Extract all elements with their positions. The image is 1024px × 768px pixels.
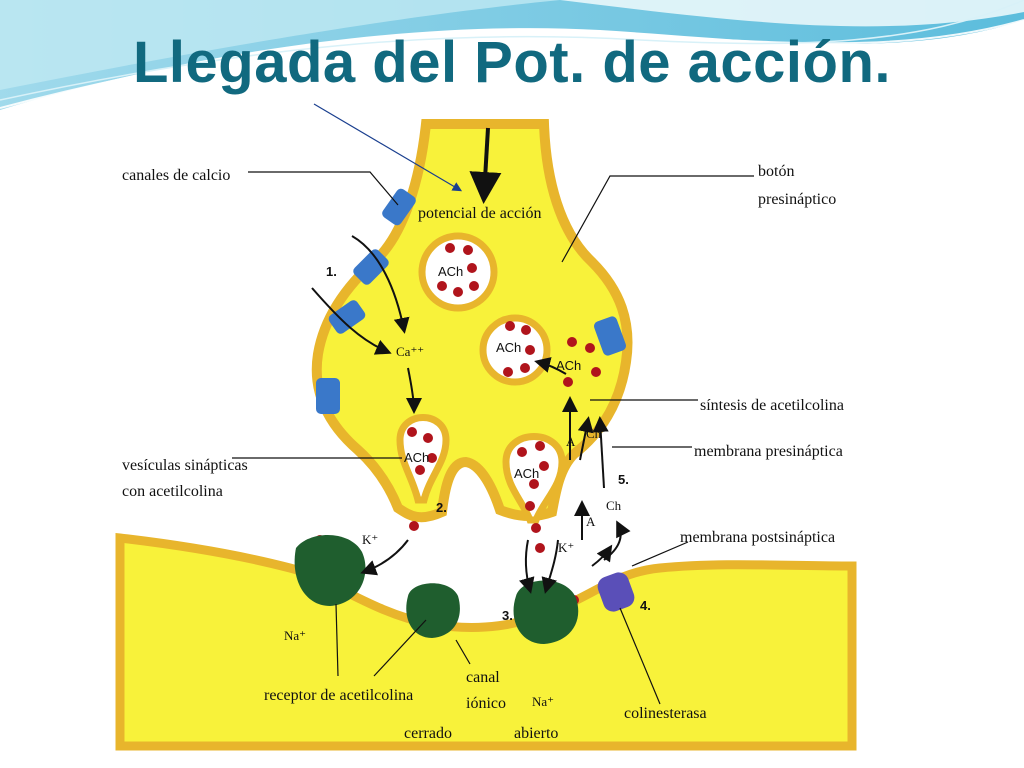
label-choline: Ch xyxy=(606,498,622,513)
label-action-potential: potencial de acción xyxy=(418,205,542,222)
label-calcium-channels: canales de calcio xyxy=(122,167,230,184)
label-ach: ACh xyxy=(514,466,539,481)
calcium-channel xyxy=(382,188,416,226)
step-4: 4. xyxy=(640,598,651,613)
vesicle xyxy=(479,314,551,386)
presynaptic-bouton xyxy=(311,119,633,523)
cholinesterase-enzyme xyxy=(597,572,635,612)
choline-transporter xyxy=(593,316,627,356)
label-ach: ACh xyxy=(556,358,581,373)
label-vesicles-1: vesículas sinápticas xyxy=(122,457,248,474)
label-ach: ACh xyxy=(438,264,463,279)
label-cholinesterase: colinesterasa xyxy=(624,705,707,722)
label-ion-channel-2: iónico xyxy=(466,695,506,712)
label-presynaptic-membrane: membrana presináptica xyxy=(694,443,843,460)
step-5: 5. xyxy=(618,472,629,487)
label-presynaptic-bouton-1: botón xyxy=(758,163,794,180)
calcium-channel xyxy=(316,378,340,414)
label-ach-synthesis: síntesis de acetilcolina xyxy=(700,397,844,414)
ach-receptor xyxy=(294,534,366,606)
label-closed: cerrado xyxy=(404,725,452,742)
label-ach: ACh xyxy=(496,340,521,355)
ion-channel-closed xyxy=(406,583,460,638)
label-ion-channel-1: canal xyxy=(466,669,500,686)
process-arrows xyxy=(311,127,631,594)
ach-receptors xyxy=(294,534,635,644)
label-potassium: K⁺ xyxy=(558,540,574,555)
step-2: 2. xyxy=(436,500,447,515)
label-choline: Ch xyxy=(586,426,602,441)
label-sodium: Na⁺ xyxy=(532,694,554,709)
step-1: 1. xyxy=(326,264,337,279)
calcium-channel xyxy=(328,300,366,334)
calcium-channels xyxy=(316,188,627,414)
vesicle-fusing xyxy=(396,414,450,504)
label-postsynaptic-membrane: membrana postsináptica xyxy=(680,529,835,546)
label-open: abierto xyxy=(514,725,558,742)
label-presynaptic-bouton-2: presináptico xyxy=(758,191,836,208)
label-acetate: A xyxy=(566,434,576,449)
vesicle-fusing xyxy=(502,433,566,524)
label-acetate: A xyxy=(586,514,596,529)
label-calcium: Ca⁺⁺ xyxy=(396,344,424,359)
step-3: 3. xyxy=(502,608,513,623)
ion-channel-open xyxy=(513,580,579,644)
action-potential-pointer xyxy=(313,103,463,192)
header-wave-decoration xyxy=(0,0,1024,110)
calcium-channel xyxy=(353,249,389,285)
label-vesicles-2: con acetilcolina xyxy=(122,483,223,500)
label-ach: ACh xyxy=(404,450,429,465)
leader-lines xyxy=(232,171,754,705)
slide-title: Llegada del Pot. de acción. xyxy=(132,30,891,95)
label-potassium: K⁺ xyxy=(362,532,378,547)
label-sodium: Na⁺ xyxy=(284,628,306,643)
label-ach-receptor: receptor de acetilcolina xyxy=(264,687,413,704)
